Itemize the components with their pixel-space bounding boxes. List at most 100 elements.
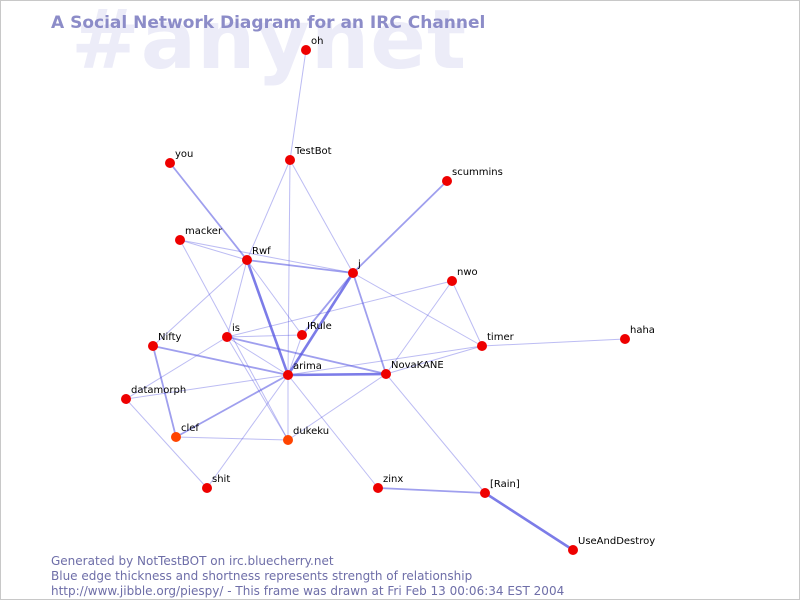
edge-you-Rwf bbox=[169, 162, 248, 261]
edge-Rwf-j bbox=[246, 259, 354, 274]
edge-j-NovaKANE bbox=[352, 272, 387, 375]
edge-timer-NovaKANE bbox=[385, 345, 483, 375]
edge-Nifty-clef bbox=[152, 345, 177, 438]
diagram-title: A Social Network Diagram for an IRC Chan… bbox=[51, 13, 486, 33]
footer-url-timestamp: http://www.jibble.org/piespy/ - This fra… bbox=[51, 584, 565, 598]
node-macker: macker bbox=[175, 226, 223, 245]
node-dot bbox=[283, 435, 293, 445]
edge-arima-clef bbox=[175, 374, 289, 438]
node-dot bbox=[381, 369, 391, 379]
edge-is-NovaKANE bbox=[226, 336, 387, 375]
node-label: arima bbox=[293, 361, 322, 372]
footer-legend-note: Blue edge thickness and shortness repres… bbox=[51, 569, 473, 583]
node-dot bbox=[480, 488, 490, 498]
edge-scummins-j bbox=[352, 180, 448, 274]
node-dot bbox=[148, 341, 158, 351]
node-dot bbox=[477, 341, 487, 351]
edge-Nifty-arima bbox=[152, 345, 289, 376]
node-UseAndDestroy: UseAndDestroy bbox=[568, 536, 655, 555]
footer: Generated by NotTestBOT on irc.bluecherr… bbox=[51, 554, 564, 599]
node-arima: arima bbox=[283, 361, 322, 380]
node-dot bbox=[242, 255, 252, 265]
node-shit: shit bbox=[202, 474, 230, 493]
node-dot bbox=[297, 330, 307, 340]
edge-zinx-Rain bbox=[377, 487, 486, 494]
node-label: Nifty bbox=[158, 332, 182, 343]
node-clef: clef bbox=[171, 423, 199, 442]
edge-nwo-is bbox=[226, 280, 453, 338]
edge-macker-dukeku bbox=[179, 239, 289, 441]
edge-IRule-arima bbox=[287, 334, 303, 376]
node-dot bbox=[348, 268, 358, 278]
edge-macker-Rwf bbox=[179, 239, 248, 261]
node-dot bbox=[283, 370, 293, 380]
footer-generated-by: Generated by NotTestBOT on irc.bluecherr… bbox=[51, 554, 334, 568]
node-datamorph: datamorph bbox=[121, 385, 186, 404]
node-label: Rwf bbox=[252, 246, 271, 257]
node-label: clef bbox=[181, 423, 199, 434]
node-label: UseAndDestroy bbox=[578, 536, 655, 547]
edge-arima-shit bbox=[206, 374, 289, 489]
node-dot bbox=[373, 483, 383, 493]
edge-NovaKANE-dukeku bbox=[287, 373, 387, 441]
edges-layer bbox=[125, 49, 626, 552]
node-dot bbox=[442, 176, 452, 186]
node-label: macker bbox=[185, 226, 223, 237]
edge-TestBot-j bbox=[289, 159, 354, 274]
edge-NovaKANE-Rain bbox=[385, 373, 486, 494]
node-dot bbox=[175, 235, 185, 245]
node-zinx: zinx bbox=[373, 474, 403, 493]
edge-clef-dukeku bbox=[175, 436, 289, 441]
edge-macker-j bbox=[179, 239, 354, 274]
node-Nifty: Nifty bbox=[148, 332, 182, 351]
node-NovaKANE: NovaKANE bbox=[381, 360, 444, 379]
node-dot bbox=[165, 158, 175, 168]
edge-j-IRule bbox=[301, 272, 354, 336]
node-j: j bbox=[348, 259, 361, 278]
node-label: timer bbox=[487, 332, 515, 343]
node-haha: haha bbox=[620, 325, 655, 344]
node-label: haha bbox=[630, 325, 655, 336]
node-label: oh bbox=[311, 36, 323, 47]
node-dot bbox=[447, 276, 457, 286]
edge-nwo-NovaKANE bbox=[385, 280, 453, 375]
edge-datamorph-arima bbox=[125, 374, 289, 400]
edge-oh-TestBot bbox=[289, 49, 307, 161]
node-dukeku: dukeku bbox=[283, 426, 329, 445]
edge-Rwf-arima bbox=[245, 259, 290, 376]
node-label: scummins bbox=[452, 167, 503, 178]
edge-TestBot-arima bbox=[287, 159, 291, 376]
node-label: nwo bbox=[457, 267, 478, 278]
node-TestBot: TestBot bbox=[285, 146, 332, 165]
edge-is-arima bbox=[226, 336, 289, 376]
edge-TestBot-Rwf bbox=[246, 159, 291, 261]
edge-is-dukeku bbox=[226, 336, 289, 441]
edge-is-datamorph bbox=[125, 336, 228, 400]
node-timer: timer bbox=[477, 332, 515, 351]
node-label: zinx bbox=[383, 474, 403, 485]
node-Rain: [Rain] bbox=[480, 479, 520, 498]
node-label: datamorph bbox=[131, 385, 186, 396]
node-dot bbox=[285, 155, 295, 165]
edge-Rain-UseAndDestroy bbox=[484, 491, 574, 552]
node-you: you bbox=[165, 149, 193, 168]
node-label: NovaKANE bbox=[391, 360, 444, 371]
node-scummins: scummins bbox=[442, 167, 503, 186]
node-dot bbox=[620, 334, 630, 344]
node-IRule: IRule bbox=[297, 321, 332, 340]
node-nwo: nwo bbox=[447, 267, 478, 286]
node-dot bbox=[121, 394, 131, 404]
node-dot bbox=[222, 332, 232, 342]
edge-haha-timer bbox=[481, 338, 626, 347]
channel-watermark: #anynet bbox=[71, 0, 468, 88]
edge-Rwf-is bbox=[226, 259, 248, 338]
node-label: dukeku bbox=[293, 426, 329, 437]
node-label: is bbox=[232, 323, 240, 334]
edge-j-timer bbox=[352, 272, 483, 347]
node-label: shit bbox=[212, 474, 230, 485]
node-label: [Rain] bbox=[490, 479, 520, 490]
node-oh: oh bbox=[301, 36, 323, 55]
